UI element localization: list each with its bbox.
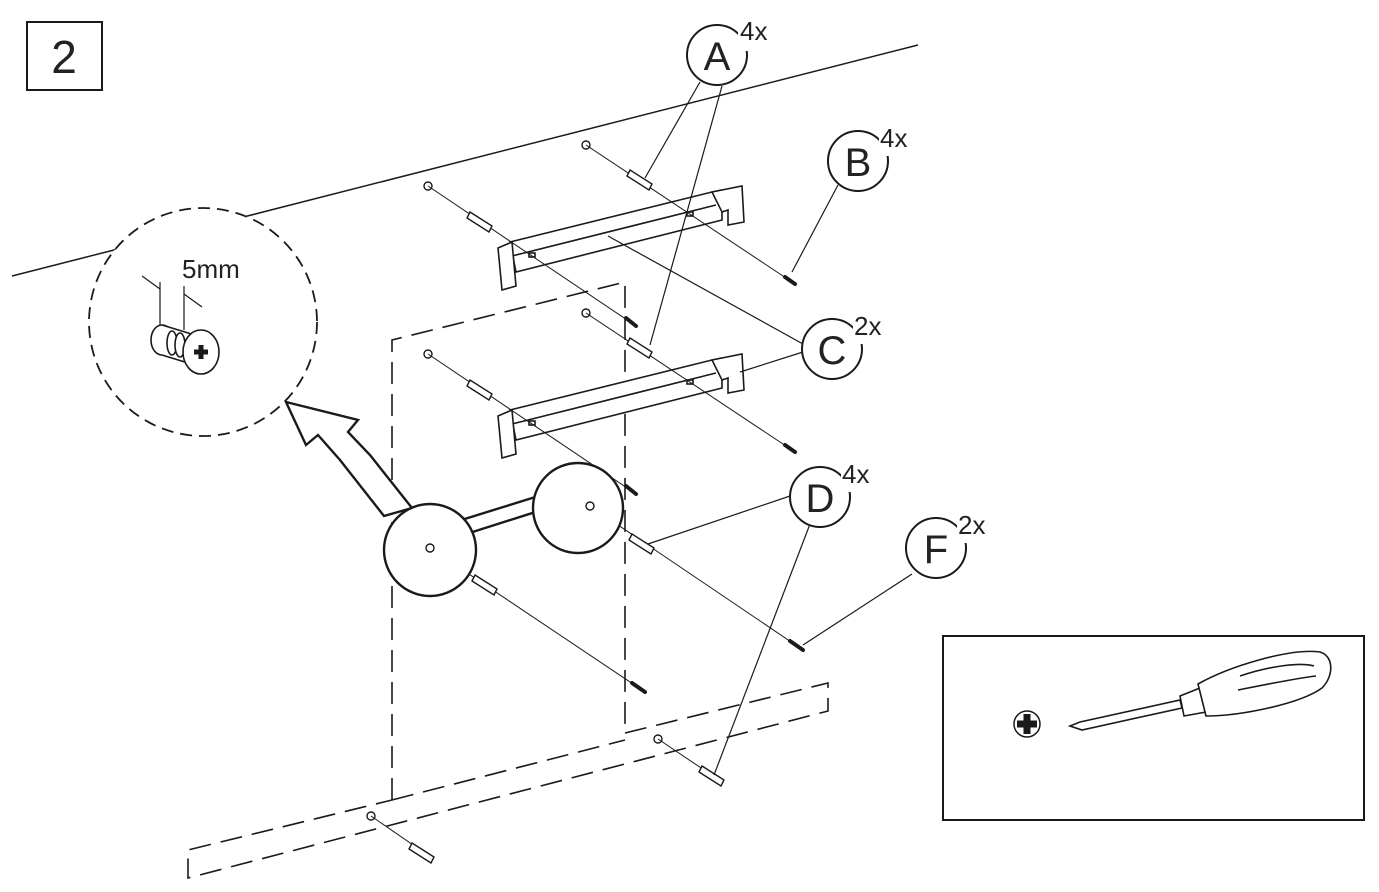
leader-lines — [607, 81, 913, 776]
part-label-b: B 4x — [827, 120, 923, 192]
part-letter: A — [704, 35, 731, 79]
dimension-label: 5mm — [182, 254, 240, 284]
wall-plugs — [408, 168, 725, 865]
part-qty: 2x — [958, 510, 985, 540]
bracket-lower — [497, 353, 745, 460]
part-qty: 4x — [880, 123, 907, 153]
phillips-cross-icon — [1013, 710, 1041, 738]
bracket-upper — [497, 185, 745, 292]
step-number-box: 2 — [26, 21, 103, 91]
screws — [624, 275, 805, 694]
tool-box — [942, 635, 1365, 821]
part-label-a: A 4x — [686, 15, 782, 86]
part-label-c: C 2x — [801, 308, 897, 380]
phillips-screwdriver-icon — [1067, 650, 1332, 731]
part-label-d: D 4x — [789, 456, 885, 528]
screw-detail-icon — [150, 324, 220, 375]
step-number: 2 — [51, 31, 77, 83]
part-qty: 4x — [842, 459, 869, 489]
part-label-f: F 2x — [905, 507, 1001, 579]
dimension-marker — [141, 275, 203, 330]
part-qty: 4x — [740, 16, 767, 46]
detail-zoom-circle: 5mm — [88, 207, 318, 437]
part-letter: D — [806, 477, 835, 521]
part-letter: C — [818, 329, 847, 373]
part-qty: 2x — [854, 311, 881, 341]
part-letter: F — [924, 528, 948, 572]
part-letter: B — [845, 141, 872, 185]
detail-callout-arrow — [283, 400, 625, 598]
